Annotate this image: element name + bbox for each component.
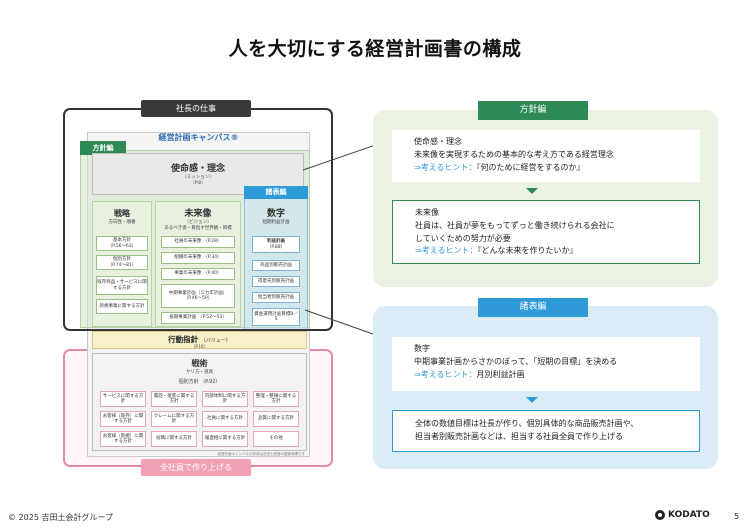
tactics-item: 整理・整頓に関する方針 (253, 391, 299, 407)
tactics-title: 戦術 (191, 359, 208, 368)
owner-label: 社長の仕事 (141, 100, 251, 117)
tactics-item: その他 (253, 431, 299, 447)
strategy-item: 基本方針（P.56～63） (96, 236, 148, 251)
vision-desc: あるべき姿・目指す世界観・目標 (164, 226, 232, 231)
mission-card-hint-text: 『何のために経営をするのか』 (476, 162, 585, 172)
vision-item: 社員の未来像（P.28） (161, 236, 235, 248)
staff-card: 全体の数値目標は社長が作り、個別具体的な商品販売計画や、 担当者別販売計画などは… (392, 410, 700, 452)
numbers-card-heading: 数字 (414, 344, 430, 353)
numbers-card-hint: ⇒考えるヒント： (414, 369, 477, 379)
vision-title: 未来像 (184, 209, 212, 219)
tactics-item: クレームに関する方針 (151, 411, 197, 427)
tactics-page: （P.92） (200, 379, 221, 385)
vision-item: 中期事業計画（５カ年計画）（P.46～50） (161, 284, 235, 308)
arrow-down-icon (526, 397, 538, 403)
company-logo: KODATO (655, 510, 710, 520)
staff-card-body: 担当者別販売計画などは、担当する社員全員で作り上げる (415, 431, 623, 441)
action-sub: （バリュー） (200, 338, 231, 344)
vision-card-body: していくための努力が必要 (415, 233, 511, 243)
vision-card-body: 社員は、社員が夢をもってずっと働き続けられる会社に (415, 220, 615, 230)
mission-card-body: 未来像を実現するための基本的な考え方である経営理念 (414, 149, 614, 159)
vision-card-hint: ⇒考えるヒント： (415, 246, 478, 256)
strategy-sub: 方向性・順番 (108, 220, 136, 225)
vision-card-heading: 未来像 (415, 208, 439, 217)
vision-card-hint-text: 『どんな未来を作りたいか』 (477, 246, 578, 256)
numbers-title: 数字 (266, 209, 285, 219)
numbers-sub: 短期利益計画 (262, 220, 290, 225)
mission-title: 使命感・理念 (170, 164, 225, 174)
mission-card: 使命感・理念 未来像を実現するための基本的な考え方である経営理念 ⇒考えるヒント… (392, 130, 700, 182)
vision-card: 未来像 社員は、社員が夢をもってずっと働き続けられる会社に していくための努力が… (392, 200, 700, 264)
numbers-item: 得意先別販売計画 (252, 276, 300, 287)
arrow-down-icon (526, 188, 538, 194)
logo-icon (655, 510, 665, 520)
vision-item: 長期事業計画（P.52～53） (161, 312, 235, 324)
canvas-title: 経営計画キャンバス® (158, 133, 239, 142)
page-number: 5 (734, 512, 740, 521)
numbers-item: 資金運用計画目標B／S (252, 308, 300, 326)
shohyo-panel-tab: 諸表編 (478, 298, 588, 317)
mission-page: （P.8） (190, 181, 206, 186)
staff-label: 全社員で作り上げる (141, 459, 251, 476)
tactics-item: お客様（新規）に関する方針 (100, 431, 146, 447)
strategy-item: 個別方針（P.74～81） (96, 255, 148, 270)
numbers-box: 数字 短期利益計画 (247, 202, 305, 328)
strategy-item: 既存商品・サービスに関する方針 (96, 276, 148, 295)
numbers-card-hint-text: 月別利益計画 (476, 369, 525, 379)
numbers-item: 利益計画（P.88） (252, 236, 300, 253)
action-page: （P.16） (191, 344, 208, 349)
strategy-item: 新規事業に関する方針 (96, 299, 148, 314)
action-bar: 行動指針 （バリュー） （P.16） (92, 331, 307, 349)
vision-item: 組織の未来像（P.34） (161, 252, 235, 264)
page-title: 人を大切にする経営計画書の構成 (228, 38, 522, 60)
tactics-policy: 個別方針 (178, 379, 199, 385)
numbers-item: 商品別販売計画 (252, 260, 300, 271)
tactics-item: 内部体制に関する方針 (202, 391, 248, 407)
houshin-panel-tab: 方針編 (478, 101, 588, 120)
vision-item: 事業の未来像（P.40） (161, 268, 235, 280)
numbers-card: 数字 中期事業計画からさかのぼって、「短期の目標」を決める ⇒考えるヒント：月別… (392, 337, 700, 391)
mission-sub: （ミッション） (182, 175, 214, 180)
numbers-card-body: 中期事業計画からさかのぼって、「短期の目標」を決める (414, 356, 618, 366)
canvas-footnote: 経営計画キャンバスの作成は吉田土経営の登録商標です (217, 452, 306, 456)
strategy-title: 戦略 (114, 209, 130, 218)
tactics-item: 電話・接客に関する方針 (151, 391, 197, 407)
tactics-item: 社員に関する方針 (202, 411, 248, 427)
action-title: 行動指針 (168, 335, 199, 344)
vision-sub: （ビジョン） (184, 220, 212, 225)
numbers-item: 担当者別販売計画 (252, 292, 300, 303)
tactics-item: サービスに関する方針 (100, 391, 146, 407)
shohyo-tag: 諸表編 (244, 186, 308, 199)
mission-card-heading: 使命感・理念 (414, 137, 462, 146)
shohyo-area (244, 186, 308, 331)
tactics-item: 品質に関する方針 (253, 411, 299, 427)
tactics-item: 役職に関する方針 (151, 431, 197, 447)
houshin-tag: 方針編 (80, 141, 126, 155)
tactics-item: 報連相に関する方針 (202, 431, 248, 447)
copyright: © 2025 吉田土会計グループ (8, 513, 113, 522)
tactics-item: お客様（既存）に関する方針 (100, 411, 146, 427)
mission-card-hint: ⇒考えるヒント： (414, 162, 477, 172)
staff-card-body: 全体の数値目標は社長が作り、個別具体的な商品販売計画や、 (415, 419, 639, 428)
tactics-sub: ヤリ方・道具 (186, 370, 213, 375)
